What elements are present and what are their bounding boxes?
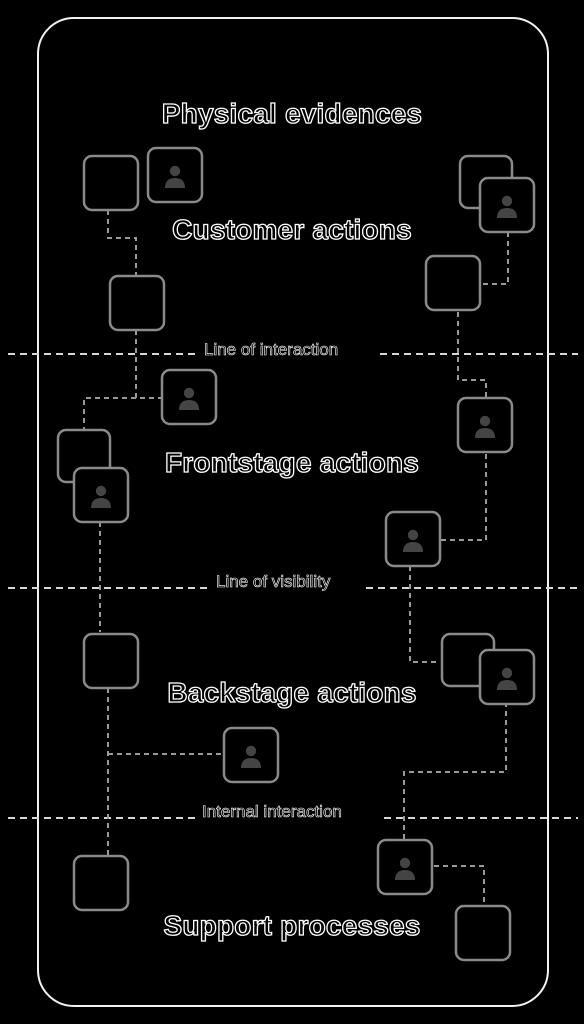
heading-physical-evidences: Physical evidences <box>161 97 423 129</box>
label-internal-interaction: Internal interaction <box>198 802 346 822</box>
label-line-of-interaction: Line of interaction <box>200 340 343 360</box>
connector <box>440 454 487 541</box>
connector <box>434 865 485 906</box>
connector <box>135 330 162 399</box>
connector <box>107 210 137 276</box>
label-line-of-visibility: Line of visibility <box>212 572 335 592</box>
connector <box>409 566 440 663</box>
divider-lines <box>8 353 578 819</box>
connector <box>403 702 507 840</box>
support-box <box>72 854 130 912</box>
evidence-box <box>424 254 482 312</box>
backstage-box <box>82 632 140 690</box>
heading-frontstage-actions: Frontstage actions <box>164 446 420 478</box>
evidence-box <box>108 274 166 332</box>
heading-backstage-actions: Backstage actions <box>167 676 417 708</box>
heading-support-processes: Support processes <box>163 909 421 941</box>
evidence-box <box>82 154 140 212</box>
connectors <box>83 210 509 906</box>
blueprint-boxes <box>56 146 536 962</box>
connector <box>457 312 487 398</box>
connector <box>83 397 136 430</box>
heading-customer-actions: Customer actions <box>171 213 412 245</box>
phone-frame <box>37 17 549 1007</box>
support-box <box>454 904 512 962</box>
